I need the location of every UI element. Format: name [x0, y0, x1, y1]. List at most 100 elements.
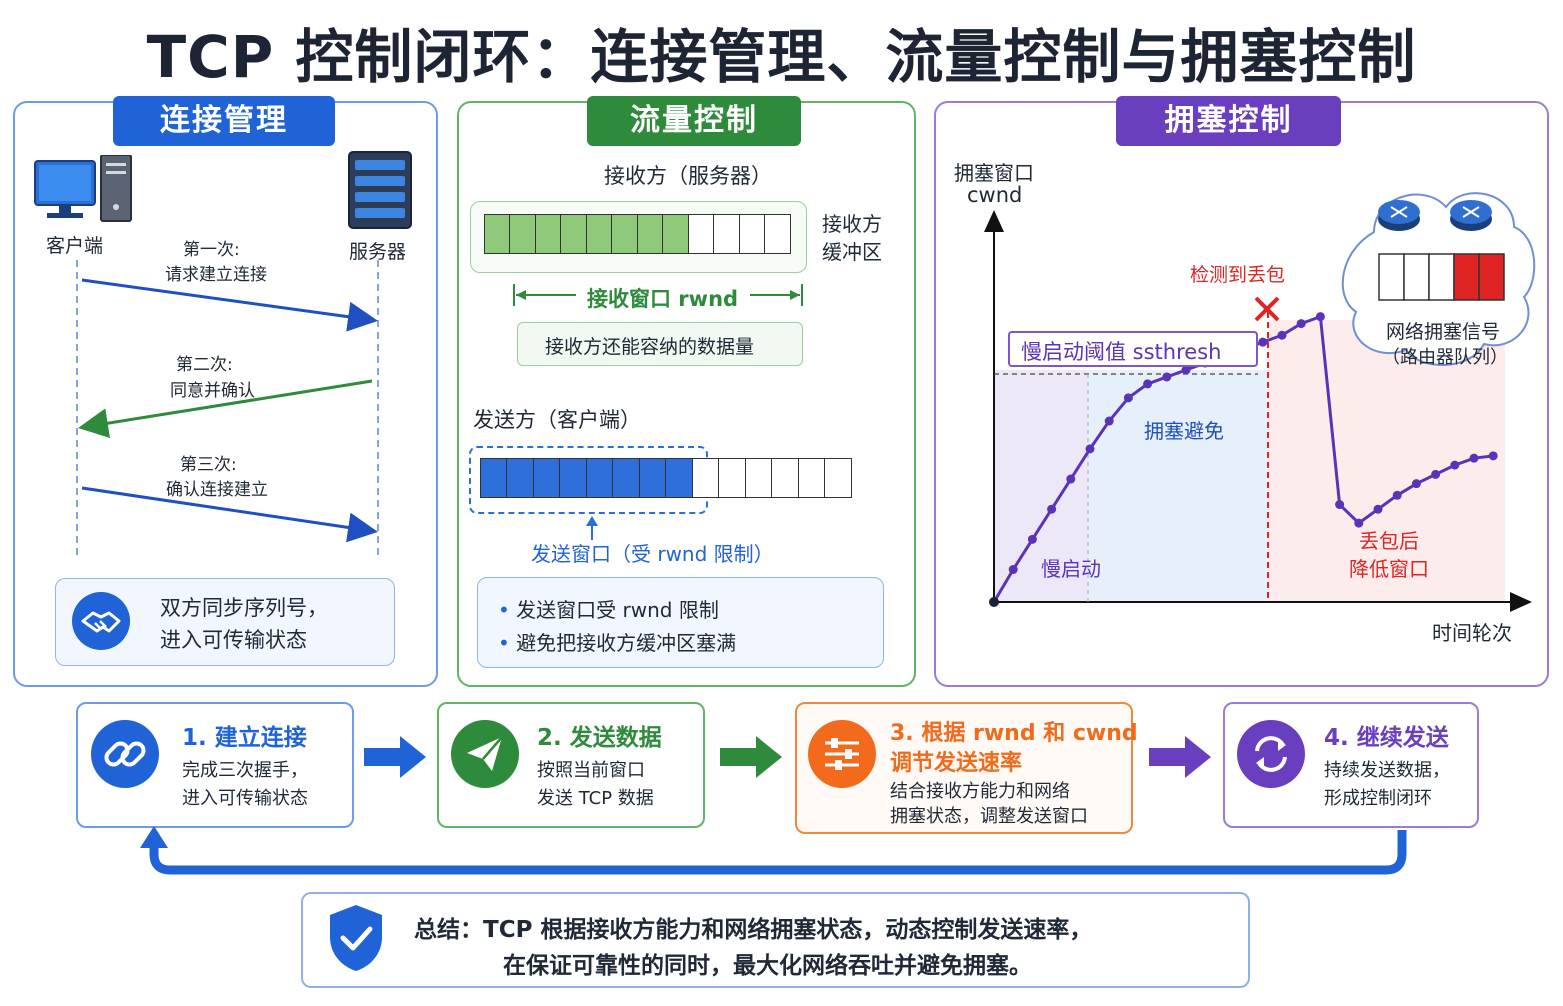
drop-label-1: 丢包后 — [1359, 529, 1419, 553]
summary-box — [301, 892, 1250, 988]
buffer-cell-filled — [479, 458, 508, 498]
router-icon — [1450, 200, 1492, 231]
cwnd-point — [1392, 490, 1402, 500]
cwnd-chart — [984, 210, 1532, 612]
sender-buffer — [479, 458, 852, 498]
send-window-arrow — [586, 516, 598, 540]
cloud-label-2: （路由器队列） — [1382, 347, 1508, 368]
cwnd-point — [1450, 460, 1460, 470]
buffer-cell-filled — [665, 458, 693, 498]
loop-back-arrow — [140, 826, 1407, 875]
cwnd-point — [1335, 500, 1345, 510]
cwnd-point — [1431, 469, 1441, 479]
sender-title: 发送方（客户端） — [473, 408, 641, 432]
sliders-icon — [808, 720, 876, 788]
buffer-cell-filled — [638, 458, 667, 498]
drop-label-2: 降低窗口 — [1349, 557, 1429, 581]
cwnd-point — [1104, 416, 1114, 426]
buffer-cell-filled — [534, 214, 562, 254]
cwnd-point — [1411, 479, 1421, 489]
slow-start-label: 慢启动 — [1041, 557, 1101, 581]
buffer-cell-empty — [771, 458, 799, 498]
step2-text: 同意并确认 — [170, 381, 255, 401]
connection-panel-tag: 连接管理 — [113, 96, 335, 146]
buffer-cell-empty — [744, 458, 773, 498]
cwnd-point — [1296, 319, 1306, 329]
flow-step-3-title-1: 3. 根据 rwnd 和 cwnd — [890, 721, 1138, 746]
ssthresh-box — [1008, 331, 1258, 367]
cwnd-point — [1488, 451, 1498, 461]
receiver-buffer — [483, 214, 791, 254]
refresh-icon — [1237, 720, 1305, 788]
cwnd-point — [1354, 518, 1364, 528]
send-window-label: 发送窗口（受 rwnd 限制） — [531, 542, 774, 566]
handshake-sequence — [76, 260, 379, 555]
buffer-cell-filled — [559, 458, 587, 498]
router-icon — [1378, 200, 1420, 231]
cwnd-point — [1085, 444, 1095, 454]
rwnd-desc-box — [517, 322, 803, 366]
server-icon — [348, 151, 412, 229]
summary-line-2: 在保证可靠性的同时，最大化网络吞吐并避免拥塞。 — [503, 953, 1032, 979]
flow-step-2-body-1: 按照当前窗口 — [537, 760, 645, 781]
buffer-cell-filled — [560, 214, 587, 254]
cloud-label-1: 网络拥塞信号 — [1386, 321, 1501, 343]
cwnd-point — [1258, 337, 1268, 347]
avoidance-label: 拥塞避免 — [1144, 419, 1224, 443]
flow-step-4-body-2: 形成控制闭环 — [1324, 788, 1432, 809]
step2-title: 第二次: — [176, 355, 233, 375]
server-label: 服务器 — [349, 241, 407, 263]
loss-x-icon — [1254, 296, 1280, 322]
flow-step-1-body-1: 完成三次握手， — [182, 760, 308, 781]
flow-step-4-body-1: 持续发送数据， — [1324, 760, 1450, 781]
cwnd-point — [989, 597, 999, 607]
cwnd-point — [1315, 312, 1325, 322]
buffer-cell-filled — [585, 214, 613, 254]
buffer-cell-empty — [691, 458, 720, 498]
handshake-icon — [72, 592, 130, 650]
flow-arrow-1 — [364, 736, 426, 778]
cwnd-point — [1123, 393, 1133, 403]
buffer-cell-empty — [738, 214, 766, 254]
cwnd-point — [1373, 504, 1383, 514]
step3-text: 确认连接建立 — [166, 480, 268, 500]
x-axis-label: 时间轮次 — [1432, 621, 1512, 645]
buffer-cell-filled — [532, 458, 561, 498]
flow-arrow-2 — [720, 736, 782, 778]
shield-check-icon — [330, 905, 382, 971]
flow-step-3-title-2: 调节发送速率 — [890, 751, 1023, 776]
buffer-cell-filled — [636, 214, 664, 254]
rwnd-desc: 接收方还能容纳的数据量 — [545, 336, 755, 358]
cwnd-point — [1277, 330, 1287, 340]
buffer-cell-filled — [611, 214, 638, 254]
flow-step-2-body-2: 发送 TCP 数据 — [537, 788, 654, 809]
flow-step-3-body-1: 结合接收方能力和网络 — [890, 781, 1070, 802]
cwnd-point — [1162, 372, 1172, 382]
flow-step-1-body-2: 进入可传输状态 — [182, 788, 308, 809]
buffer-cell-filled — [612, 458, 640, 498]
cwnd-point — [1008, 565, 1018, 575]
client-label: 客户端 — [46, 235, 104, 257]
cwnd-point — [1047, 504, 1057, 514]
page-title: TCP 控制闭环：连接管理、流量控制与拥塞控制 — [146, 23, 1417, 91]
buffer-cell-empty — [718, 458, 746, 498]
buffer-cell-filled — [662, 214, 689, 254]
flow-step-4-title: 4. 继续发送 — [1324, 725, 1449, 751]
avoidance-region — [1088, 370, 1268, 602]
paper-plane-icon — [451, 720, 519, 788]
router-queue — [1378, 253, 1505, 301]
flow-step-2-title: 2. 发送数据 — [537, 725, 662, 751]
buffer-cell-filled — [509, 214, 536, 254]
computer-icon — [34, 155, 132, 222]
buffer-cell-empty — [713, 214, 740, 254]
buffer-label-1: 接收方 — [822, 212, 882, 236]
cwnd-point — [1027, 534, 1037, 544]
link-icon — [91, 720, 159, 788]
buffer-cell-filled — [483, 214, 511, 254]
buffer-cell-empty — [797, 458, 826, 498]
congestion-panel-tag: 拥塞控制 — [1116, 96, 1341, 146]
cwnd-point — [1469, 453, 1479, 463]
rwnd-label: 接收窗口 rwnd — [587, 287, 739, 311]
summary-line-1: 总结：TCP 根据接收方能力和网络拥塞状态，动态控制发送速率， — [414, 917, 1093, 943]
rwnd-span-arrow — [513, 284, 803, 306]
